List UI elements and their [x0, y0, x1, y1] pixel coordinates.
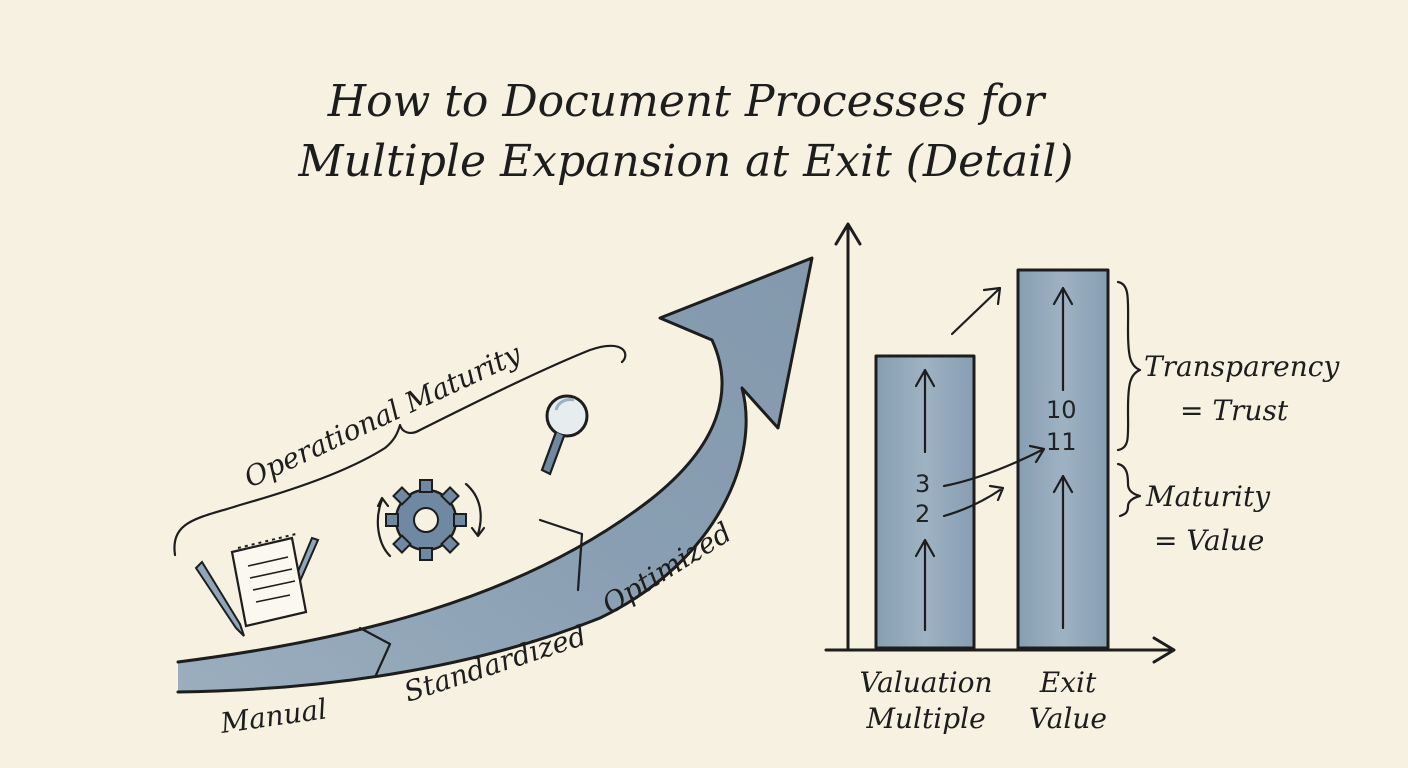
category-label-1-line-2: Multiple [865, 702, 985, 735]
maturity-annotation-brace [1118, 464, 1140, 516]
bar-left-value-2: 2 [915, 500, 930, 528]
stage-label-manual: Manual [217, 692, 329, 740]
bar-right-value-1: 10 [1046, 396, 1077, 424]
maturity-brace-label: Operational Maturity [239, 337, 527, 495]
bar-left-value-1: 3 [915, 470, 930, 498]
maturity-annotation-line-1: Maturity [1145, 480, 1271, 513]
maturity-annotation-line-2: = Value [1154, 524, 1264, 557]
growth-arrow [952, 288, 1000, 334]
category-label-2-line-2: Value [1029, 702, 1107, 735]
title-line-2: Multiple Expansion at Exit (Detail) [298, 136, 1074, 187]
bar-right-value-2: 11 [1046, 428, 1077, 456]
bar-exit-value [1018, 270, 1108, 648]
category-label-1-line-1: Valuation [859, 666, 992, 699]
transparency-annotation-line-1: Transparency [1144, 350, 1340, 383]
magnifier-icon [542, 396, 587, 474]
notepad-icon [232, 534, 306, 626]
transparency-brace [1118, 282, 1140, 450]
gear-icon [378, 480, 484, 560]
transparency-annotation-line-2: = Trust [1180, 394, 1289, 427]
category-label-2-line-1: Exit [1039, 666, 1097, 699]
title-line-1: How to Document Processes for [327, 76, 1048, 127]
